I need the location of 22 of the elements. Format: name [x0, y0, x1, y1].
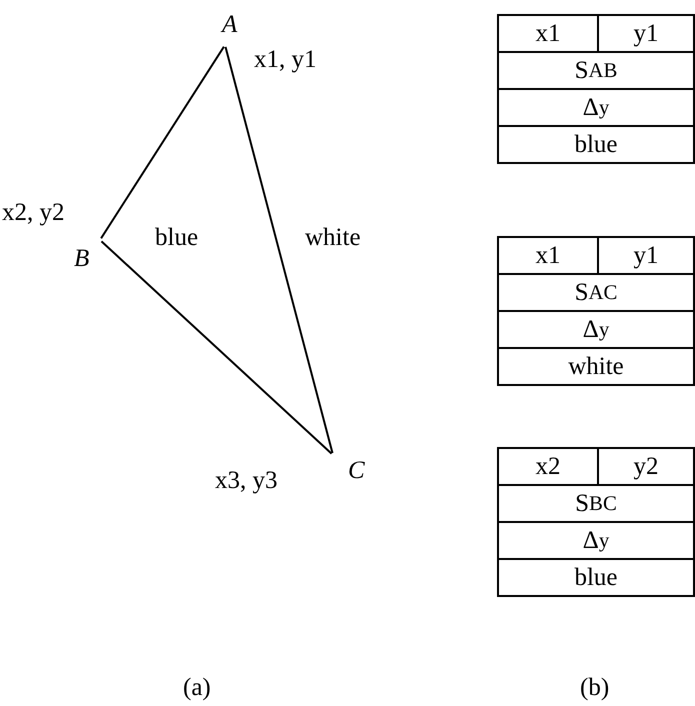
vertex-label: C: [348, 458, 365, 483]
table-cell: x1: [497, 14, 599, 53]
coordinate-label: x3, y3: [215, 468, 278, 493]
coordinate-label: x1, y1: [254, 47, 316, 72]
panel-caption: (a): [183, 675, 211, 700]
table-cell: white: [497, 347, 695, 386]
vertex-label: A: [222, 12, 238, 37]
table-cell: blue: [497, 558, 695, 597]
region-label: blue: [155, 225, 198, 250]
triangle-side: [224, 46, 334, 454]
triangle-side: [100, 46, 225, 239]
table-cell: y2: [597, 447, 695, 486]
table-cell: x2: [497, 447, 599, 486]
table-cell: y1: [597, 236, 695, 275]
region-label: white: [305, 225, 361, 250]
panel-caption: (b): [580, 675, 610, 700]
coordinate-label: x2, y2: [2, 200, 64, 225]
table-cell: x1: [497, 236, 599, 275]
table-cell: y1: [597, 14, 695, 53]
triangle-side: [100, 240, 332, 454]
table-cell: blue: [497, 125, 695, 164]
vertex-label: B: [74, 246, 90, 271]
